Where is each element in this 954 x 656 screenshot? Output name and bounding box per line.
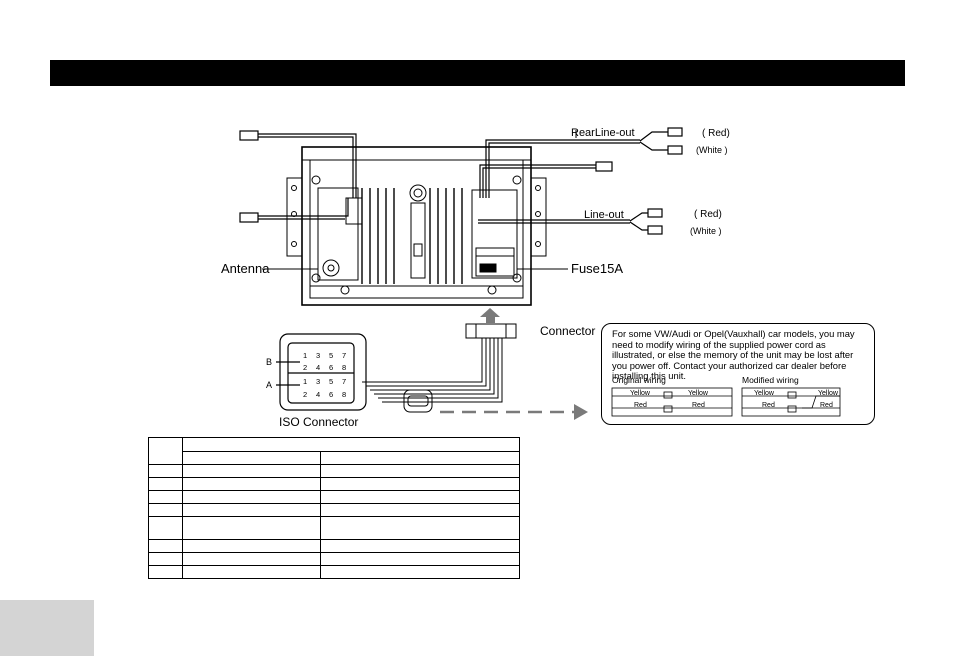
- pin: 3: [316, 377, 320, 386]
- rca-cables: [239, 127, 683, 235]
- pin: 6: [329, 363, 333, 372]
- original-red-left: Red: [634, 402, 647, 409]
- table-cell: [182, 437, 520, 452]
- table-cell: [320, 450, 520, 465]
- red-label-2: ( Red): [694, 209, 722, 220]
- leader-lines: [262, 130, 577, 270]
- pin: 4: [316, 390, 320, 399]
- row-b-label: B: [266, 357, 272, 367]
- head-unit-back-panel: [286, 146, 547, 306]
- pin: 1: [303, 351, 307, 360]
- pin: 7: [342, 377, 346, 386]
- table-row: [148, 464, 520, 478]
- table-row: [148, 490, 520, 504]
- iso-pins-a-bottom: 2 4 6 8: [303, 390, 346, 399]
- pin: 6: [329, 390, 333, 399]
- pin: 2: [303, 363, 307, 372]
- red-label-1: ( Red): [702, 128, 730, 139]
- fuse-label: Fuse15A: [571, 261, 623, 276]
- pin: 1: [303, 377, 307, 386]
- iso-connector-label: ISO Connector: [279, 415, 358, 429]
- modified-yellow-right: Yellow: [818, 390, 839, 397]
- table-row: [148, 516, 520, 540]
- iso-pins-b-bottom: 2 4 6 8: [303, 363, 346, 372]
- pin: 5: [329, 377, 333, 386]
- table-row: [148, 539, 520, 553]
- connector-label: Connector: [540, 324, 595, 338]
- modified-wiring-title: Modified wiring: [742, 375, 799, 385]
- original-red-right: Red: [692, 402, 705, 409]
- iso-connector: [276, 333, 367, 411]
- gray-up-arrow: [480, 308, 500, 323]
- iso-pins-b-top: 1 3 5 7: [303, 351, 346, 360]
- table-row: [148, 503, 520, 517]
- original-yellow-right: Yellow: [688, 390, 709, 397]
- row-a-label: A: [266, 380, 272, 390]
- iso-pins-a-top: 1 3 5 7: [303, 377, 346, 386]
- note-text: For some VW/Audi or Opel(Vauxhall) car m…: [612, 328, 855, 382]
- pin: 5: [329, 351, 333, 360]
- table-cell: [148, 437, 183, 465]
- page-tab: [0, 600, 94, 656]
- power-connector: [362, 323, 517, 413]
- wiring-comparison: Yellow Yellow Red Red Yellow Yellow Red …: [611, 387, 841, 417]
- modified-yellow-left: Yellow: [754, 390, 775, 397]
- pin: 8: [342, 390, 346, 399]
- pin: 2: [303, 390, 307, 399]
- antenna-label: Antenna: [221, 261, 270, 276]
- pin: 4: [316, 363, 320, 372]
- line-out-label: Line-out: [584, 209, 624, 221]
- vw-audi-note: For some VW/Audi or Opel(Vauxhall) car m…: [601, 323, 875, 425]
- dashed-arrow: [440, 404, 588, 420]
- rear-line-out-label: RearLine-out: [571, 127, 635, 139]
- white-label-2: (White ): [690, 226, 722, 236]
- pin: 3: [316, 351, 320, 360]
- original-wiring-title: Original wiring: [612, 375, 666, 385]
- section-header-bar: [50, 60, 905, 86]
- table-row: [148, 565, 520, 579]
- original-yellow-left: Yellow: [630, 390, 651, 397]
- white-label-1: (White ): [696, 145, 728, 155]
- pin: 8: [342, 363, 346, 372]
- modified-red-right: Red: [820, 402, 833, 409]
- table-row: [148, 552, 520, 566]
- modified-red-left: Red: [762, 402, 775, 409]
- pin: 7: [342, 351, 346, 360]
- wiring-table: [148, 437, 520, 579]
- table-row: [148, 477, 520, 491]
- table-cell: [182, 450, 321, 465]
